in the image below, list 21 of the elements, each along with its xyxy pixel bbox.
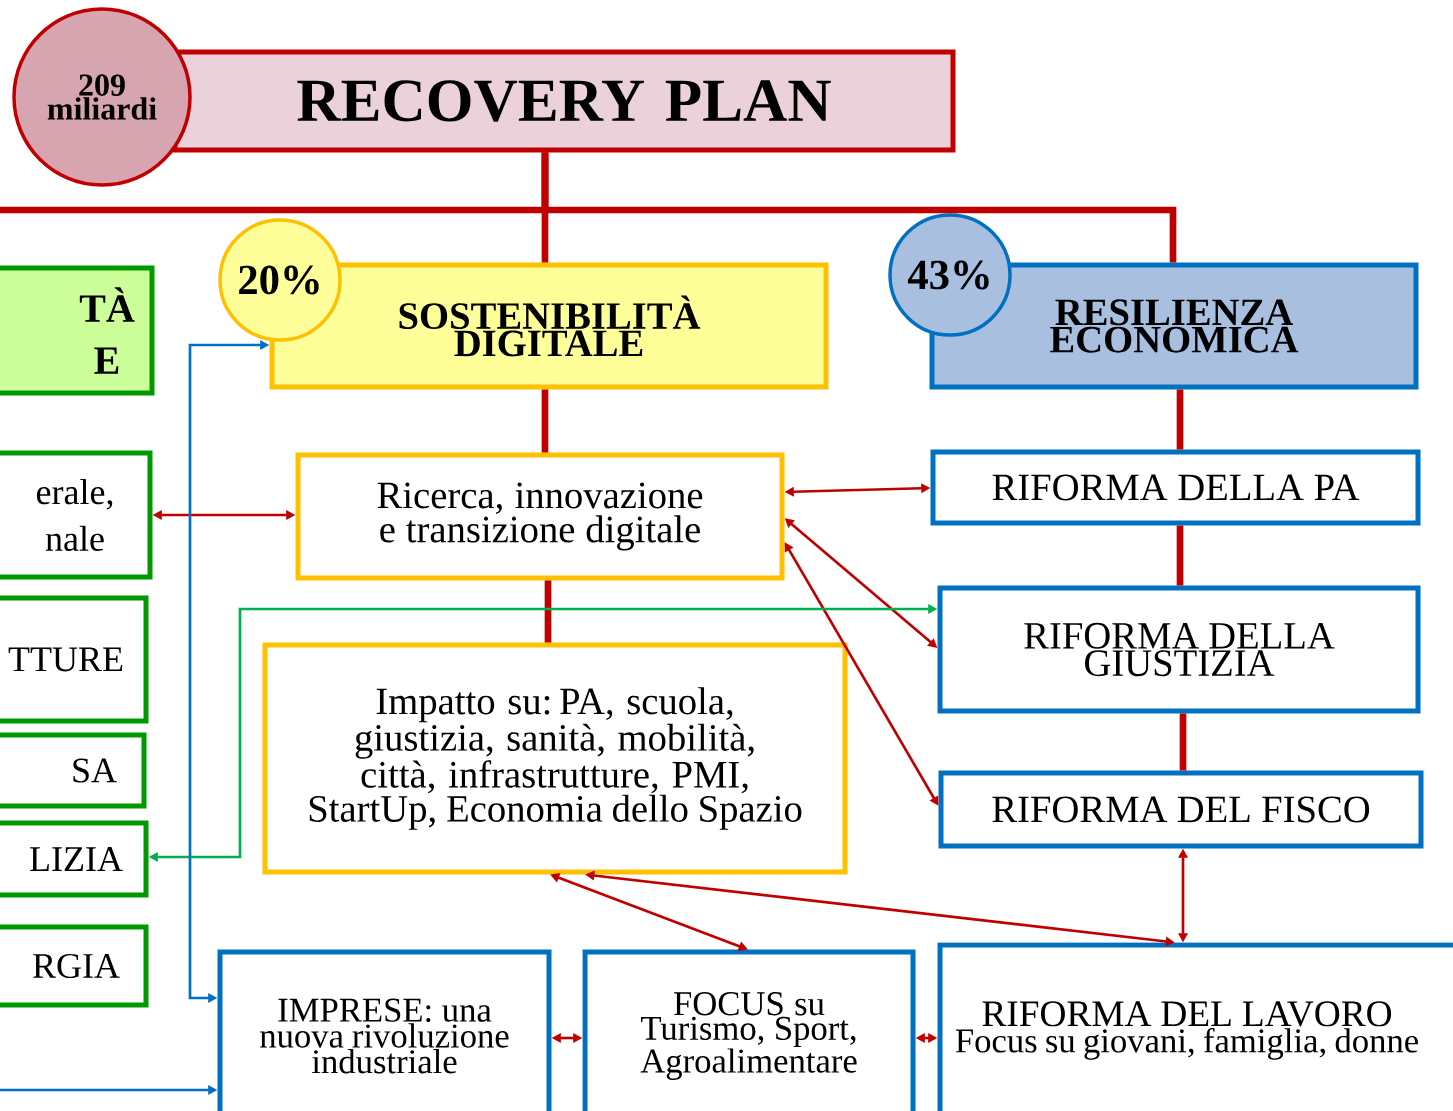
process-box: LIZIA	[0, 820, 149, 898]
process-box: RGIA	[0, 924, 149, 1008]
category-box: TÀ E	[0, 265, 155, 396]
title-banner: RECOVERY PLAN	[172, 49, 956, 153]
process-box: Ricerca, innovazione e transizione digitale	[295, 452, 785, 581]
process-box: FOCUS su Turismo, Sport, Agroalimentare	[582, 949, 916, 1111]
connector-line	[1179, 713, 1187, 771]
connector-line	[0, 152, 549, 214]
connector-line	[544, 580, 552, 643]
process-box: erale, nale	[0, 450, 153, 580]
process-box: RIFORMA DEL LAVORO Focus su giovani, famiglia, donne	[937, 942, 1453, 1111]
process-box: Impatto su: PA, scuola, giustizia, sanità, mobilità, città, infrastrutture, PMI, StartUp, Economia dello Spazio	[262, 642, 848, 875]
process-box: RIFORMA DELLA PA	[930, 449, 1421, 526]
connector-line	[541, 389, 549, 453]
process-box: IMPRESE: una nuova rivoluzione industriale	[217, 949, 552, 1111]
connector-line	[1176, 389, 1184, 450]
process-box: TTURE	[0, 595, 149, 724]
process-box: RIFORMA DELLA GIUSTIZIA	[937, 585, 1421, 714]
process-box: SA	[0, 732, 147, 809]
process-box: RIFORMA DEL FISCO	[938, 770, 1424, 849]
connector-line	[1176, 525, 1184, 586]
